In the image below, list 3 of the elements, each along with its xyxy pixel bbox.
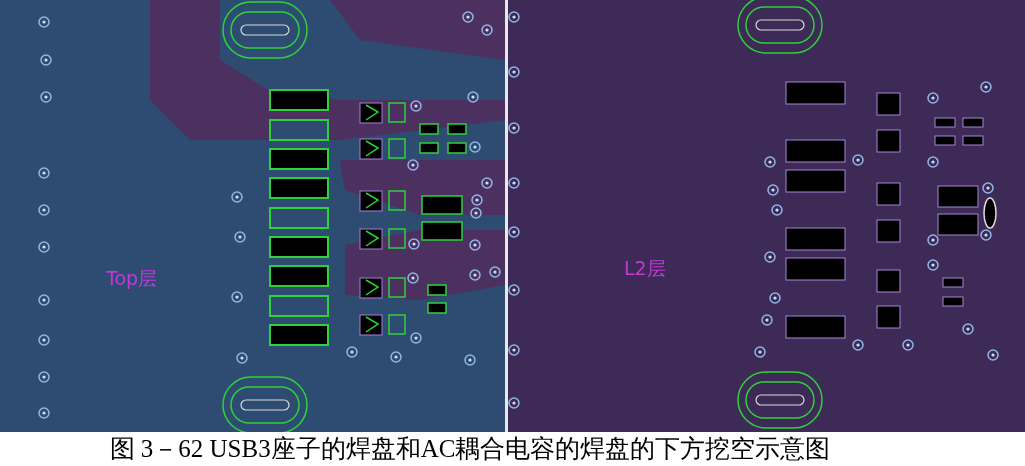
layer-label: L2层 [624,256,666,281]
figure-caption: 图 3－62 USB3座子的焊盘和AC耦合电容的焊盘的下方挖空示意图 [108,434,832,464]
layer-label: Top层 [106,266,158,291]
